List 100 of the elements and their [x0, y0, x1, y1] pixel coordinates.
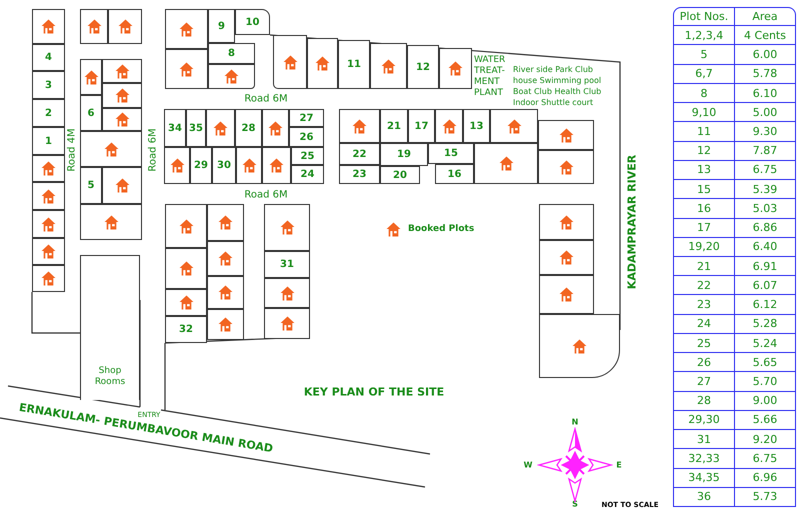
plot-number: 10	[246, 16, 260, 28]
table-cell: 16	[673, 199, 735, 219]
plot-number: 29	[194, 160, 208, 171]
table-cell: 5.03	[735, 199, 796, 219]
plot-number: 20	[393, 170, 407, 180]
plot	[165, 9, 208, 49]
compass-letter: W	[524, 460, 532, 470]
plot	[32, 9, 65, 44]
table-cell: 34,35	[673, 468, 735, 488]
plot-number: 15	[444, 148, 458, 159]
plot	[435, 109, 463, 143]
compass-letter: E	[616, 460, 622, 470]
plot	[208, 64, 255, 89]
plot-number: 31	[280, 259, 294, 270]
plot-number: 13	[470, 120, 484, 132]
plot	[208, 9, 235, 43]
plot	[289, 109, 324, 127]
plot	[80, 255, 140, 400]
plot	[273, 35, 307, 89]
plot	[165, 316, 207, 343]
plot-number: 19	[397, 149, 411, 160]
plot	[235, 9, 270, 35]
plot	[207, 276, 244, 309]
plot	[80, 59, 102, 95]
plot	[262, 109, 289, 147]
plot-number: 3	[45, 80, 52, 90]
plot	[207, 204, 244, 241]
plot	[32, 265, 65, 292]
plot	[164, 109, 186, 147]
table-cell: 1,2,3,4	[673, 26, 735, 46]
plot-number: 34	[168, 122, 182, 134]
compass-letter: N	[572, 418, 578, 426]
plot	[102, 167, 142, 204]
plot-number: 17	[414, 120, 428, 132]
table-cell: 5.78	[735, 64, 796, 84]
plot	[539, 240, 594, 275]
plot	[264, 308, 310, 339]
plot	[264, 278, 310, 308]
plot-number: 24	[300, 169, 314, 180]
table-cell: 9,10	[673, 103, 735, 122]
plot	[307, 38, 338, 89]
plot	[206, 109, 235, 147]
plot-number: 6	[88, 108, 94, 118]
plot-number: 25	[300, 150, 314, 162]
plot	[264, 251, 310, 278]
table-cell: 9.00	[735, 392, 796, 411]
table-cell: 6.10	[735, 84, 796, 104]
legend-label: Booked Plots	[408, 224, 474, 234]
table-cell: 24	[673, 314, 735, 334]
plot-number: 32	[179, 324, 193, 335]
plot	[165, 204, 207, 248]
plot	[80, 167, 102, 204]
table-cell: 6,7	[673, 64, 735, 84]
plot	[108, 9, 142, 44]
plot-number: 11	[347, 59, 361, 70]
plot	[186, 109, 206, 147]
plot	[165, 248, 207, 289]
plan-title: KEY PLAN OF THE SITE	[304, 386, 444, 398]
plot	[380, 166, 420, 184]
plot-number: 8	[228, 48, 235, 59]
plot	[339, 165, 380, 184]
plot-number: 23	[352, 169, 366, 180]
plot-number: 21	[387, 120, 401, 132]
plant-label: WATER TREAT- MENT PLANT	[474, 55, 506, 99]
plot	[207, 241, 244, 276]
table-cell: 7.87	[735, 142, 796, 161]
plot	[539, 314, 620, 378]
table-cell: 19,20	[673, 238, 735, 257]
plot	[32, 99, 65, 127]
plot	[338, 40, 370, 89]
table-cell: 5.39	[735, 180, 796, 200]
table-cell: 6.75	[735, 160, 796, 180]
table-cell: 9.20	[735, 430, 796, 450]
plot	[190, 147, 212, 184]
plot	[539, 275, 594, 314]
plot	[264, 204, 310, 251]
table-cell: 6.12	[735, 295, 796, 315]
road-label: Road 4M	[66, 128, 78, 172]
plot	[32, 238, 65, 265]
table-cell: 36	[673, 488, 735, 507]
table-cell: 32,33	[673, 449, 735, 469]
table-cell: 5	[673, 45, 735, 65]
column-header: Plot Nos.	[673, 7, 735, 26]
plot	[102, 108, 142, 131]
table-cell: 29,30	[673, 410, 735, 430]
plot	[235, 109, 262, 147]
table-cell: 5.66	[735, 410, 796, 430]
table-cell: 5.24	[735, 334, 796, 354]
plot	[262, 147, 291, 184]
plot	[32, 210, 65, 238]
plot-number: 4	[45, 52, 52, 63]
plot-number: 22	[352, 148, 366, 160]
plot	[291, 147, 324, 165]
road-label: Road 6M	[148, 128, 158, 172]
plot-number: 16	[448, 168, 462, 180]
plot	[289, 127, 324, 147]
amenities-note: River side Park Club house Swimming pool Boat Club Health Club Indoor Shuttle court	[513, 64, 602, 108]
table-cell: 28	[673, 392, 735, 411]
table-cell: 6.07	[735, 276, 796, 296]
road-label: Road 6M	[244, 190, 288, 200]
